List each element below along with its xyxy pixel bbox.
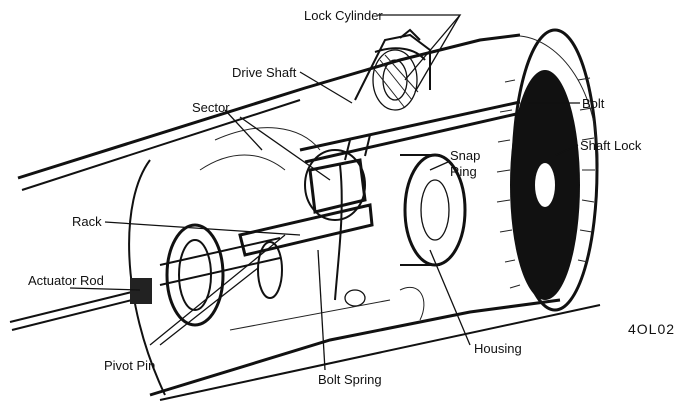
leader-shaft-lock (555, 144, 579, 156)
label-housing: Housing (474, 341, 522, 356)
leader-actuator-rod (69, 287, 141, 291)
leader-housing (429, 249, 471, 346)
label-ring: Ring (450, 164, 477, 179)
label-drive-shaft: Drive Shaft (232, 65, 297, 80)
leader-bolt-spring (317, 249, 326, 371)
leader-rack (104, 221, 301, 236)
leader-lines (69, 14, 580, 371)
label-bolt-spring: Bolt Spring (318, 372, 382, 387)
label-sector: Sector (192, 100, 230, 115)
label-snap: Snap (450, 148, 480, 163)
sector-rack-mechanism (9, 127, 467, 331)
figure-code: 4OL02 (628, 321, 675, 337)
leader-pivot-pin (159, 267, 259, 346)
drive-shaft-bar (299, 100, 526, 164)
lock-cylinder (354, 28, 431, 111)
label-actuator-rod: Actuator Rod (28, 273, 104, 288)
label-bolt: Bolt (582, 96, 605, 111)
label-rack: Rack (72, 214, 102, 229)
leader-sector (224, 109, 263, 151)
labels: Lock Cylinder Drive Shaft Sector Bolt Sh… (28, 8, 675, 387)
leader-snap-ring (429, 161, 449, 171)
shaft-lock-gear (496, 70, 595, 300)
leader-drive-shaft (299, 71, 353, 104)
label-lock-cylinder: Lock Cylinder (304, 8, 383, 23)
label-shaft-lock: Shaft Lock (580, 138, 642, 153)
label-pivot-pin: Pivot Pin (104, 358, 155, 373)
